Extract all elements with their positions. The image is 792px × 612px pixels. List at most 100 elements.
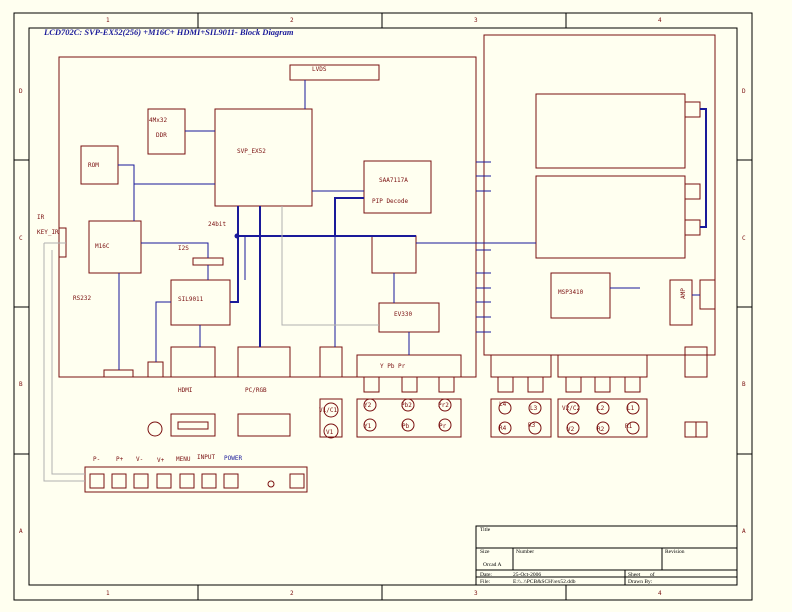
i2s-buffer (192, 257, 224, 266)
sil9011-label: SIL9011 (178, 296, 204, 303)
hdmi-label: HDMI (178, 387, 193, 394)
audio-jacks-a (498, 401, 542, 435)
tuner-2-connector-a (684, 183, 701, 200)
rs232-label: RS232 (73, 295, 91, 302)
tb-sheet-of: of (650, 571, 655, 578)
outer-frame (13, 12, 753, 601)
msp3410-chip (550, 272, 611, 319)
key-board (84, 466, 308, 493)
title-block (475, 525, 738, 586)
col-label-4-bottom: 4 (658, 590, 662, 597)
saa-chip (363, 160, 432, 214)
pcrgb-jack (237, 413, 291, 437)
inner-frame (28, 27, 738, 586)
key-menu-label: MENU (176, 456, 191, 463)
rom-block (80, 145, 119, 185)
saa-label: SAA7117A (379, 177, 408, 184)
rca-l1-label: L1 (627, 405, 635, 412)
rs232-pad (103, 369, 134, 378)
key-p-plus-label: P+ (116, 456, 124, 463)
key-v-plus-label: V+ (157, 457, 165, 464)
rca-l3-label: L3 (530, 405, 538, 412)
audio-connector-b (557, 354, 648, 378)
hdmi-jack (170, 413, 216, 437)
ypbpr-label: Y Pb Pr (380, 363, 406, 370)
rca-v1-label: V1 (326, 429, 334, 436)
ir-receiver (147, 421, 163, 437)
msp3410-label: MSP3410 (558, 289, 584, 296)
rca-l2-label: L2 (597, 405, 605, 412)
audio-panel-b (557, 398, 648, 438)
col-label-1-bottom: 1 (106, 590, 110, 597)
col-label-3-bottom: 3 (474, 590, 478, 597)
aux-wires (43, 206, 379, 482)
pcrgb-label: PC/RGB (245, 387, 267, 394)
hdmi-connector-top (170, 346, 216, 378)
rca-r3-label: R3 (528, 422, 536, 429)
rca-v2c2-label: V2/C2 (562, 405, 580, 412)
lvds-connector (289, 64, 380, 81)
amp-label: AMP (680, 288, 687, 299)
tuner-2 (535, 175, 686, 259)
pip-decode-label: PIP Decode (372, 198, 409, 205)
ir-pad (147, 361, 164, 378)
tb-date-value: 25-Oct-2006 (513, 572, 541, 578)
tb-number-label: Number (516, 549, 534, 555)
col-label-3: 3 (474, 17, 478, 24)
rom-label: ROM (88, 162, 99, 169)
rca-r1-label: R1 (625, 423, 633, 430)
tuner-bus (700, 108, 707, 228)
ev330-label: EV330 (394, 311, 412, 318)
svp-chip (214, 108, 313, 207)
lvds-label: LVDS (312, 66, 327, 73)
key-input-label: INPUT (197, 454, 215, 461)
row-label-d-right: D (742, 88, 746, 95)
bit24-label: 24bit (208, 221, 226, 228)
row-label-b-right: B (742, 381, 746, 388)
key-buttons (89, 473, 305, 489)
rca-y1-label: Y1 (364, 423, 372, 430)
row-label-b: B (19, 381, 23, 388)
m16c-chip (88, 220, 142, 274)
key-power-label: POWER (224, 455, 242, 462)
rca-pb2-label: Pb2 (401, 402, 412, 409)
bus-junction (234, 233, 240, 239)
tb-sheet-label: Sheet (628, 572, 641, 578)
diagram-title: LCD702C: SVP-EX52(256) +M16C+ HDMI+SIL90… (43, 27, 294, 37)
tb-drawn-label: Drawn By: (628, 579, 653, 585)
m16c-label: M16C (95, 243, 110, 250)
rca-v1c1-label: V1/C1 (319, 407, 337, 414)
audio-jacks-b (566, 401, 640, 435)
col-label-4: 4 (658, 17, 662, 24)
rca-pr2-label: Pr2 (438, 402, 449, 409)
tb-size-value: Orcad A (483, 562, 502, 568)
row-label-a-right: A (742, 528, 746, 535)
rca-y2-label: Y2 (364, 402, 372, 409)
tb-file-value: E:\\..\\PCB&SCH\\ex52.ddb (513, 579, 576, 585)
vc-connector-top (319, 346, 343, 378)
key-v-minus-label: V- (136, 456, 143, 463)
row-label-d: D (19, 88, 23, 95)
col-label-2-bottom: 2 (290, 590, 294, 597)
tuner-board (483, 34, 716, 356)
hdmi-jack-slot (177, 421, 209, 430)
tb-date-label: Date: (480, 572, 492, 578)
main-board (58, 56, 477, 378)
rca-v1 (323, 423, 339, 439)
speaker-connector (699, 279, 716, 310)
rca-v2-label: V2 (567, 426, 575, 433)
row-label-c: C (19, 235, 23, 242)
row-label-a: A (19, 528, 23, 535)
zone-dividers (14, 13, 752, 600)
rca-r4-label: R4 (499, 425, 507, 432)
pcrgb-connector-top (237, 346, 291, 378)
key-p-minus-label: P- (93, 456, 100, 463)
amp-block (669, 279, 693, 326)
col-label-1: 1 (106, 17, 110, 24)
ddr-label: DDR (156, 132, 167, 139)
audio-connector-a (490, 354, 552, 378)
video-switch (371, 235, 417, 274)
row-label-c-right: C (742, 235, 746, 242)
audio-connector-c (684, 346, 708, 378)
